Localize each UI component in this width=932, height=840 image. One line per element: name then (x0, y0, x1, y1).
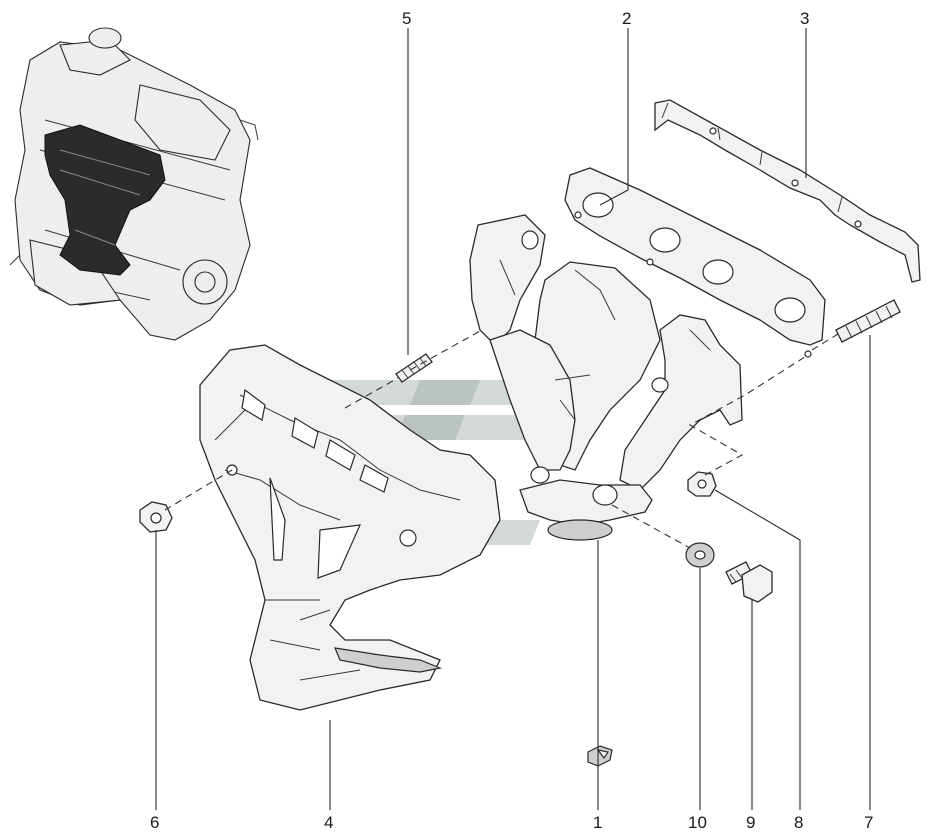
engine-locator-thumbnail (9, 27, 259, 341)
part-9-bolt (725, 561, 773, 603)
callout-2: 2 (622, 9, 631, 28)
part-4-lower-heat-shield (199, 344, 501, 711)
part-10-washer (685, 542, 715, 568)
callout-8: 8 (794, 813, 803, 832)
part-3-upper-heat-shield (654, 99, 921, 283)
part-2-manifold-gasket (564, 167, 826, 358)
callout-4: 4 (324, 813, 333, 832)
part-1-exhaust-manifold (469, 214, 743, 541)
part-7-stud (835, 299, 901, 343)
callout-labels: 5 2 3 6 4 1 10 9 8 7 (150, 9, 873, 832)
part-6-nut (139, 501, 173, 533)
assembly-lines (164, 329, 839, 549)
part-1-clip (587, 745, 613, 767)
callout-9: 9 (746, 813, 755, 832)
leader-lines (155, 28, 871, 810)
callout-6: 6 (150, 813, 159, 832)
intake-manifold-highlight (44, 124, 166, 276)
part-8-nut (687, 471, 717, 497)
callout-10: 10 (688, 813, 707, 832)
callout-3: 3 (800, 9, 809, 28)
callout-1: 1 (593, 813, 602, 832)
callout-7: 7 (864, 813, 873, 832)
callout-5: 5 (402, 9, 411, 28)
